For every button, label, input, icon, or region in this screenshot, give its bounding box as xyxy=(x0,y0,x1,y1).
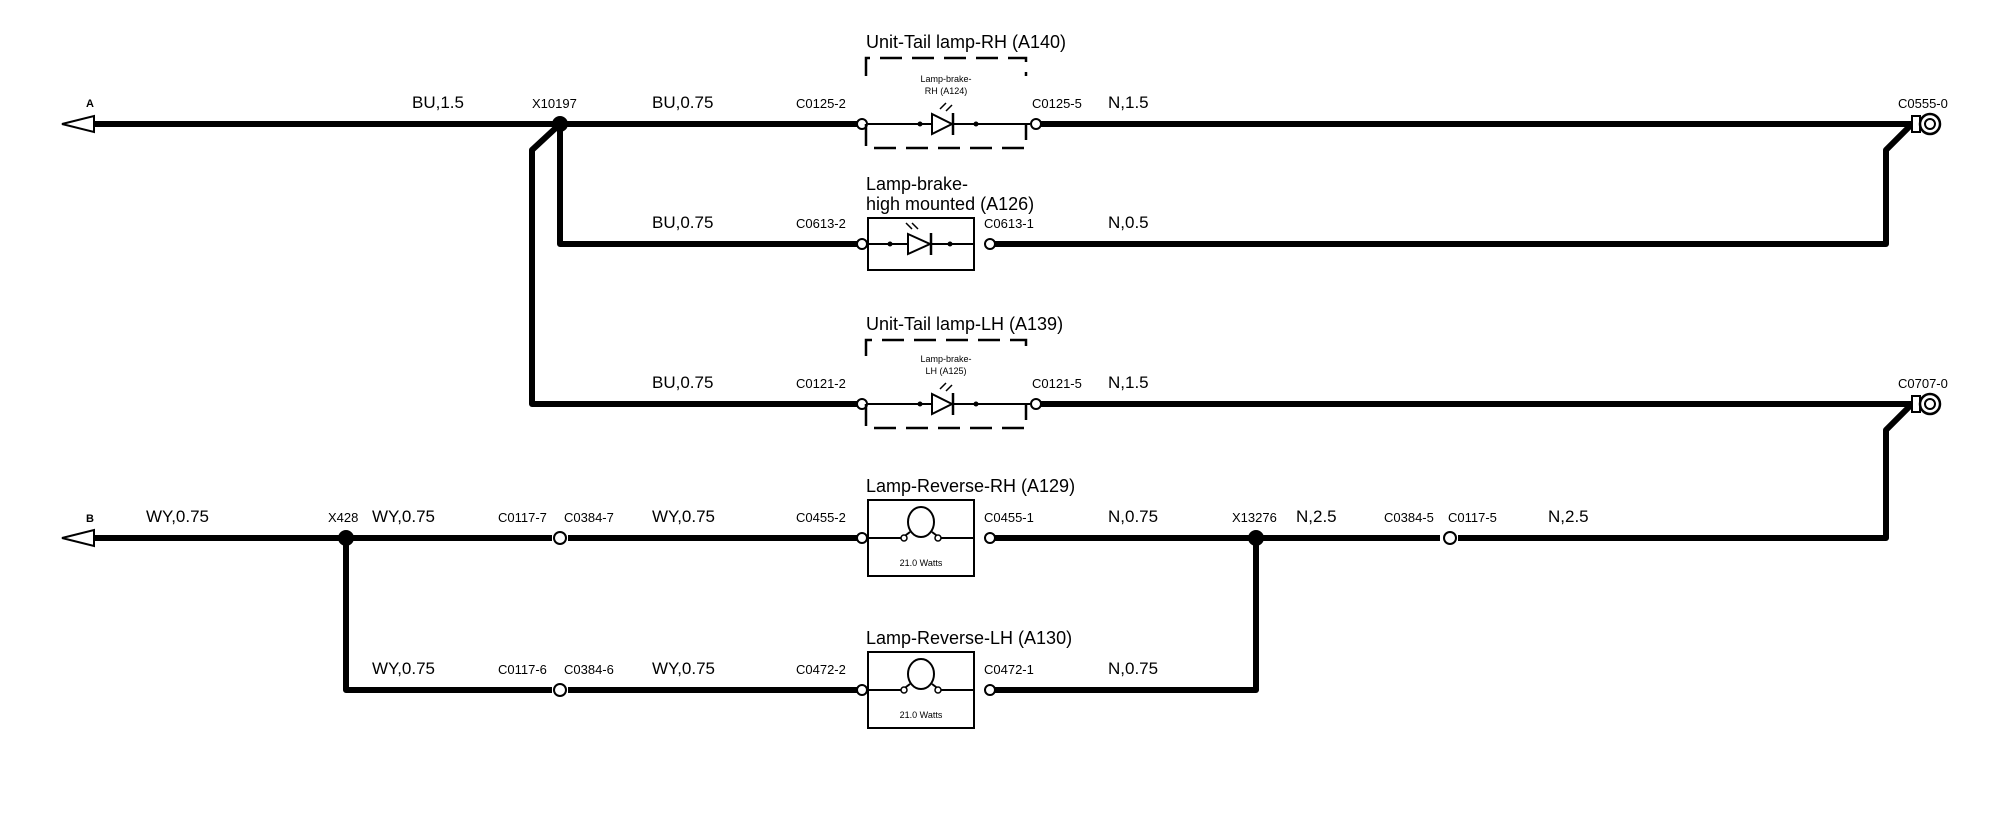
connector-label-c0384-7: C0384-7 xyxy=(564,510,614,525)
connector-label-c0472-2: C0472-2 xyxy=(796,662,846,677)
connector-pin-icon xyxy=(1443,531,1457,545)
wire-n-rev-lh xyxy=(990,538,1259,693)
connector-label-c0125-2: C0125-2 xyxy=(796,96,846,111)
wire-label-wy-rev-lh: WY,0.75 xyxy=(652,659,715,678)
connector-label-c0613-1: C0613-1 xyxy=(984,216,1034,231)
connector-label-c0121-2: C0121-2 xyxy=(796,376,846,391)
component-tail-rh-title: Unit-Tail lamp-RH (A140) xyxy=(866,32,1066,52)
wire-group-brake xyxy=(94,121,1918,541)
connector-label-c0121-5: C0121-5 xyxy=(1032,376,1082,391)
wire-label-n-to-c0707: N,2.5 xyxy=(1548,507,1589,526)
wire-n-high-mounted xyxy=(990,121,1915,247)
terminal-a-arrow-icon xyxy=(61,114,95,134)
wire-label-n-rev-lh: N,0.75 xyxy=(1108,659,1158,678)
wire-label-wy-428-rev-rh: WY,0.75 xyxy=(372,507,435,526)
connector-label-c0117-6: C0117-6 xyxy=(498,662,547,677)
connector-pin-icon xyxy=(856,532,868,544)
component-tail-lamp-rh: Unit-Tail lamp-RH (A140) Lamp-brake- RH … xyxy=(864,32,1066,150)
component-brake-high-mounted: Lamp-brake- high mounted (A126) xyxy=(866,174,1034,271)
connector-label-c0472-1: C0472-1 xyxy=(984,662,1034,677)
splice-x10197-dot-icon xyxy=(552,116,568,132)
wire-label-n-hm: N,0.5 xyxy=(1108,213,1149,232)
component-rev-rh-watts: 21.0 Watts xyxy=(900,558,943,568)
led-icon xyxy=(905,222,933,256)
terminal-a-label: A xyxy=(86,98,94,110)
wire-bu-lh xyxy=(529,121,862,407)
wire-group-reverse xyxy=(94,535,1440,693)
splice-x13276-dot-icon xyxy=(1248,530,1264,546)
wire-label-wy-428-rev-lh: WY,0.75 xyxy=(372,659,435,678)
component-tail-lh-title: Unit-Tail lamp-LH (A139) xyxy=(866,314,1063,334)
bulb-icon xyxy=(900,506,942,542)
component-rev-lh-title: Lamp-Reverse-LH (A130) xyxy=(866,628,1072,648)
wire-label-wy-b: WY,0.75 xyxy=(146,507,209,526)
component-tail-lamp-lh: Unit-Tail lamp-LH (A139) Lamp-brake- LH … xyxy=(864,314,1063,430)
component-rev-rh-title: Lamp-Reverse-RH (A129) xyxy=(866,476,1075,496)
connector-pin-icon xyxy=(1030,118,1042,130)
component-brake-hm-title-line1: Lamp-brake- xyxy=(866,174,968,194)
wire-label-n-rh: N,1.5 xyxy=(1108,93,1149,112)
connector-label-c0384-5: C0384-5 xyxy=(1384,510,1434,525)
wire-label-bu-rh: BU,0.75 xyxy=(652,93,713,112)
wire-label-n-13276: N,2.5 xyxy=(1296,507,1337,526)
connector-pin-icon xyxy=(553,531,567,545)
wire-label-n-rev-rh: N,0.75 xyxy=(1108,507,1158,526)
component-tail-rh-inner-line1: Lamp-brake- xyxy=(920,74,971,84)
connector-pin-icon xyxy=(1030,398,1042,410)
connector-pins xyxy=(553,118,1457,697)
connector-label-c0455-2: C0455-2 xyxy=(796,510,846,525)
wire-label-a-main: BU,1.5 xyxy=(412,93,464,112)
component-tail-rh-inner-line2: RH (A124) xyxy=(925,86,968,96)
connector-pin-icon xyxy=(553,683,567,697)
wire-n-to-c0707 xyxy=(1458,401,1915,541)
connector-label-c0117-5: C0117-5 xyxy=(1448,510,1497,525)
wire-wy-428-rev-lh xyxy=(343,538,552,693)
connector-label-c0455-1: C0455-1 xyxy=(984,510,1034,525)
bulb-icon xyxy=(900,658,942,694)
led-icon xyxy=(931,102,955,136)
connector-pin-icon xyxy=(984,238,996,250)
component-tail-lh-inner-line1: Lamp-brake- xyxy=(920,354,971,364)
component-rev-lh-watts: 21.0 Watts xyxy=(900,710,943,720)
connector-pin-icon xyxy=(984,684,996,696)
component-tail-lh-inner-line2: LH (A125) xyxy=(925,366,966,376)
component-reverse-rh: Lamp-Reverse-RH (A129) 21.0 Watts xyxy=(866,476,1075,577)
splice-x428-label: X428 xyxy=(328,510,358,525)
wire-bu-high-mounted xyxy=(557,124,862,247)
splice-x13276-label: X13276 xyxy=(1232,510,1277,525)
component-reverse-lh: Lamp-Reverse-LH (A130) 21.0 Watts xyxy=(866,628,1072,729)
terminal-b-label: B xyxy=(86,513,94,525)
connector-label-c0125-5: C0125-5 xyxy=(1032,96,1082,111)
wire-label-bu-hm: BU,0.75 xyxy=(652,213,713,232)
splice-x10197-label: X10197 xyxy=(532,96,577,111)
connector-pin-icon xyxy=(984,532,996,544)
splice-x428-dot-icon xyxy=(338,530,354,546)
wire-label-wy-rev-rh: WY,0.75 xyxy=(652,507,715,526)
connector-label-c0707-0: C0707-0 xyxy=(1898,376,1948,391)
ground-connector-c0555-icon xyxy=(1911,112,1942,136)
connector-pin-icon xyxy=(856,238,868,250)
connector-label-c0384-6: C0384-6 xyxy=(564,662,614,677)
connector-label-c0555-0: C0555-0 xyxy=(1898,96,1948,111)
led-icon xyxy=(931,382,955,416)
terminal-b-arrow-icon xyxy=(61,528,95,548)
connector-label-c0117-7: C0117-7 xyxy=(498,510,547,525)
wire-label-bu-lh: BU,0.75 xyxy=(652,373,713,392)
ground-connector-c0707-icon xyxy=(1911,392,1942,416)
wire-label-n-lh: N,1.5 xyxy=(1108,373,1149,392)
connector-label-c0613-2: C0613-2 xyxy=(796,216,846,231)
connector-pin-icon xyxy=(856,684,868,696)
component-brake-hm-title-line2: high mounted (A126) xyxy=(866,194,1034,214)
